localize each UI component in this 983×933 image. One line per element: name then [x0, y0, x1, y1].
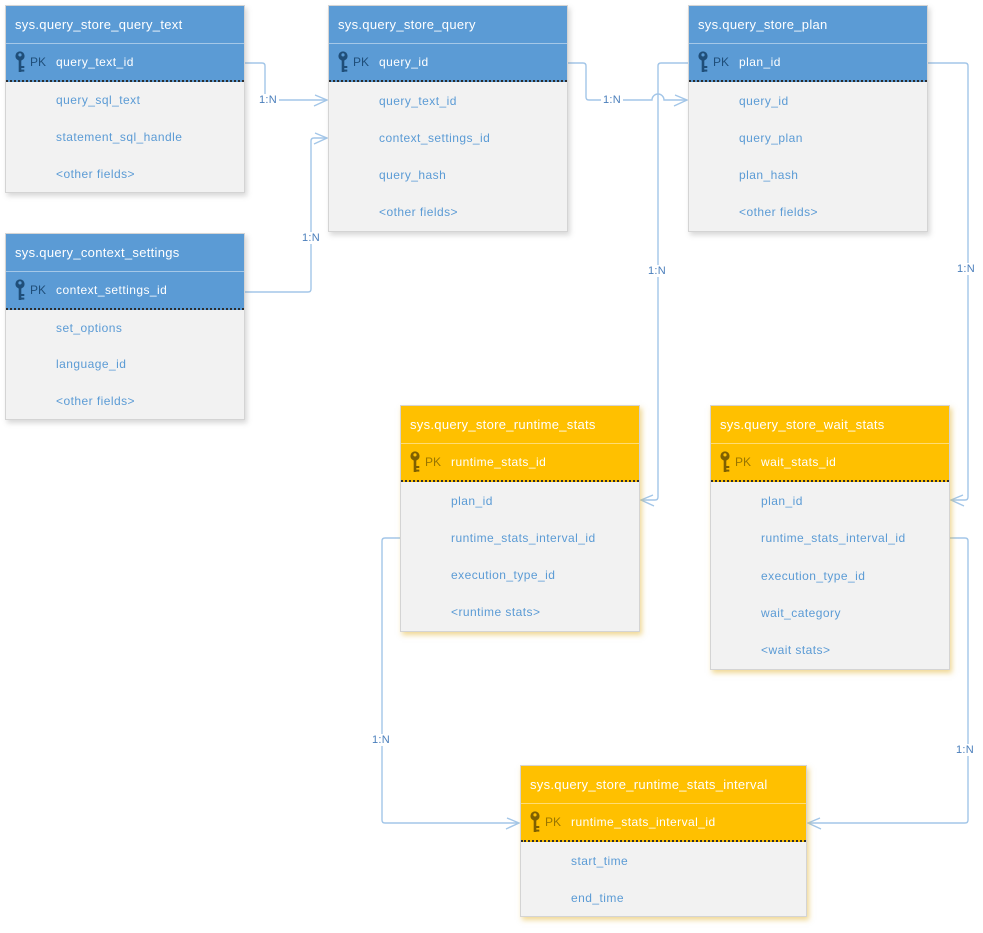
table-title[interactable]: sys.query_context_settings: [6, 234, 244, 272]
field-row[interactable]: <other fields>: [56, 166, 136, 181]
cardinality-label: 1:N: [600, 94, 624, 106]
field-row[interactable]: end_time: [571, 890, 624, 905]
table-title[interactable]: sys.query_store_query: [329, 6, 567, 44]
entity-query-store-runtime-stats-interval[interactable]: sys.query_store_runtime_stats_interval P…: [520, 765, 807, 917]
connector-plan-waitstats: [928, 62, 969, 501]
key-icon: [720, 451, 730, 472]
field-list: plan_id runtime_stats_interval_id execut…: [711, 482, 949, 669]
field-row[interactable]: runtime_stats_interval_id: [761, 531, 906, 546]
field-row[interactable]: execution_type_id: [451, 568, 556, 583]
field-list: set_options language_id <other fields>: [6, 310, 244, 419]
field-row[interactable]: context_settings_id: [379, 130, 491, 145]
pk-badge: PK: [735, 455, 752, 469]
field-row[interactable]: plan_id: [451, 493, 493, 508]
cardinality-label: 1:N: [369, 734, 393, 746]
pk-field-name: wait_stats_id: [761, 455, 837, 469]
pk-badge: PK: [353, 55, 370, 69]
connector-plan-runtimestats: [642, 62, 688, 501]
field-row[interactable]: <other fields>: [56, 393, 136, 408]
field-row[interactable]: statement_sql_handle: [56, 130, 183, 144]
field-row[interactable]: runtime_stats_interval_id: [451, 530, 596, 545]
entity-query-store-plan[interactable]: sys.query_store_plan PK plan_id query_id…: [688, 5, 928, 232]
pk-field-name: runtime_stats_id: [451, 455, 547, 469]
field-row[interactable]: execution_type_id: [761, 568, 866, 583]
field-row[interactable]: query_id: [739, 93, 789, 108]
field-row[interactable]: query_sql_text: [56, 93, 141, 108]
entity-query-store-query[interactable]: sys.query_store_query PK query_id query_…: [328, 5, 568, 232]
connector-runtimestats-interval: [381, 537, 518, 824]
cardinality-label: 1:N: [953, 744, 977, 756]
field-row[interactable]: language_id: [56, 357, 127, 372]
arrowhead-plan-waitstats: [949, 494, 965, 507]
pk-field-name: query_id: [379, 55, 429, 69]
key-icon: [15, 279, 25, 300]
arrowhead-waitstats-interval: [806, 817, 822, 830]
cardinality-label: 1:N: [645, 265, 669, 277]
field-list: start_time end_time: [521, 842, 806, 916]
arrowhead-querytext-query: [313, 94, 329, 107]
table-title[interactable]: sys.query_store_query_text: [6, 6, 244, 44]
cardinality-label: 1:N: [954, 263, 978, 275]
pk-badge: PK: [30, 283, 47, 297]
field-row[interactable]: <runtime stats>: [451, 605, 541, 620]
key-icon: [530, 811, 540, 832]
pk-row[interactable]: PK context_settings_id: [6, 272, 244, 310]
pk-row[interactable]: PK runtime_stats_interval_id: [521, 804, 806, 842]
connector-contextsettings-query: [245, 137, 326, 293]
pk-badge: PK: [545, 815, 562, 829]
field-row[interactable]: plan_id: [761, 493, 803, 508]
field-row[interactable]: query_plan: [739, 130, 803, 145]
entity-query-store-query-text[interactable]: sys.query_store_query_text PK query_text…: [5, 5, 245, 193]
table-title[interactable]: sys.query_store_runtime_stats: [401, 406, 639, 444]
field-row[interactable]: <wait stats>: [761, 643, 831, 658]
connector-query-plan: [568, 62, 686, 101]
field-list: query_sql_text statement_sql_handle <oth…: [6, 82, 244, 192]
arrowhead-contextsettings-query: [313, 132, 329, 145]
entity-query-context-settings[interactable]: sys.query_context_settings PK context_se…: [5, 233, 245, 420]
pk-row[interactable]: PK query_id: [329, 44, 567, 82]
pk-row[interactable]: PK plan_id: [689, 44, 927, 82]
field-list: query_id query_plan plan_hash <other fie…: [689, 82, 927, 231]
table-title[interactable]: sys.query_store_wait_stats: [711, 406, 949, 444]
key-icon: [338, 51, 348, 72]
cardinality-label: 1:N: [256, 94, 280, 106]
field-row[interactable]: start_time: [571, 853, 629, 868]
key-icon: [410, 451, 420, 472]
field-row[interactable]: plan_hash: [739, 168, 799, 183]
field-row[interactable]: <other fields>: [379, 205, 459, 220]
field-list: query_text_id context_settings_id query_…: [329, 82, 567, 231]
entity-query-store-wait-stats[interactable]: sys.query_store_wait_stats PK wait_stats…: [710, 405, 950, 670]
pk-field-name: runtime_stats_interval_id: [571, 815, 716, 829]
table-title[interactable]: sys.query_store_plan: [689, 6, 927, 44]
arrowhead-runtimestats-interval: [505, 817, 521, 830]
arrowhead-plan-runtimestats: [639, 494, 655, 507]
pk-badge: PK: [425, 455, 442, 469]
key-icon: [15, 51, 25, 72]
pk-row[interactable]: PK runtime_stats_id: [401, 444, 639, 482]
entity-query-store-runtime-stats[interactable]: sys.query_store_runtime_stats PK runtime…: [400, 405, 640, 632]
field-row[interactable]: wait_category: [761, 605, 841, 620]
arrowhead-query-plan: [673, 94, 689, 107]
table-title[interactable]: sys.query_store_runtime_stats_interval: [521, 766, 806, 804]
pk-row[interactable]: PK wait_stats_id: [711, 444, 949, 482]
key-icon: [698, 51, 708, 72]
cardinality-label: 1:N: [299, 232, 323, 244]
pk-row[interactable]: PK query_text_id: [6, 44, 244, 82]
pk-field-name: query_text_id: [56, 55, 134, 69]
connector-waitstats-interval: [809, 537, 969, 824]
field-row[interactable]: <other fields>: [739, 205, 819, 220]
field-row[interactable]: query_text_id: [379, 93, 457, 108]
field-row[interactable]: set_options: [56, 321, 123, 336]
pk-field-name: plan_id: [739, 55, 781, 69]
pk-field-name: context_settings_id: [56, 283, 168, 297]
field-row[interactable]: query_hash: [379, 168, 447, 183]
pk-badge: PK: [713, 55, 730, 69]
pk-badge: PK: [30, 55, 47, 69]
field-list: plan_id runtime_stats_interval_id execut…: [401, 482, 639, 631]
